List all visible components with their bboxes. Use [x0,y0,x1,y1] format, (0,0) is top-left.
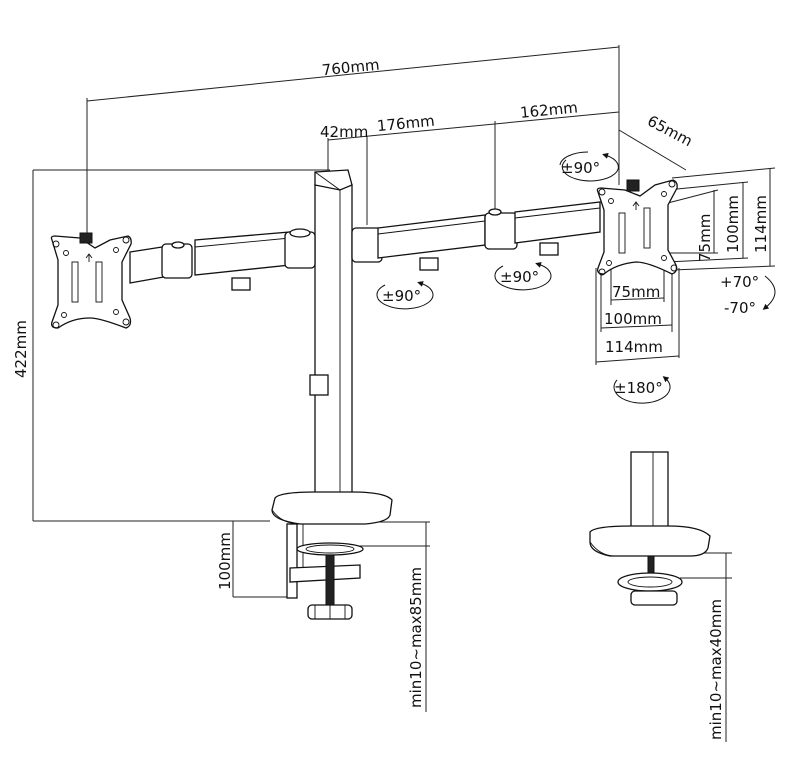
c-clamp [286,523,364,620]
dim-vesa-h75-label: 75mm [612,283,660,301]
dimension-760: 760mm [86,45,620,238]
rotation-head-swivel: ±90° [559,151,619,182]
dim-760-label: 760mm [321,56,380,80]
dimension-desk-85: min10~max85mm [345,521,430,712]
dim-vesa-v100-label: 100mm [724,195,742,253]
dim-162-label: 162mm [519,98,578,121]
rotation-tilt: +70° -70° [720,273,776,317]
dim-42-label: 42mm [320,123,368,141]
dim-plate-h114-label: 114mm [605,338,663,356]
right-vesa-plate [596,179,678,276]
dim-176-label: 176mm [376,112,435,135]
dim-desk-40-label: min10~max40mm [707,599,725,740]
dim-422-label: 422mm [12,320,30,378]
dimension-65: 65mm [618,112,695,171]
left-vesa-plate [50,232,132,329]
rotation-180-label: ±180° [614,379,663,397]
rotation-180: ±180° [613,376,671,404]
head-swivel-label: ±90° [561,159,600,177]
tilt-down-label: -70° [724,299,756,317]
dim-65-label: 65mm [644,112,695,151]
main-pole [309,169,353,506]
tilt-up-label: +70° [720,273,759,291]
dim-vesa-h100-label: 100mm [604,310,662,328]
dimension-422: 422mm [12,169,330,522]
dim-desk-85-label: min10~max85mm [407,567,425,708]
dim-clamp-100-label: 100mm [216,532,234,590]
left-arm [129,228,316,291]
dimension-clamp-100: 100mm [216,521,295,598]
rotation-arm-right: ±90° [494,262,552,291]
dim-plate-v114-label: 114mm [752,195,770,253]
dimension-desk-40: min10~max40mm [680,552,732,742]
arm-swivel-right-label: ±90° [500,268,539,286]
grommet-base [589,451,711,606]
rotation-arm-left: ±90° [376,281,434,310]
arm-swivel-left-label: ±90° [382,287,421,305]
dimension-arm-segments: 42mm 176mm 162mm [320,98,620,225]
dimension-vesa-horizontal: 75mm 100mm 114mm [595,260,680,365]
right-arm [351,201,601,271]
dimension-vesa-vertical: 75mm 100mm 114mm [663,167,776,271]
desk-base [271,491,393,525]
dim-vesa-v75-label: 75mm [696,214,714,262]
